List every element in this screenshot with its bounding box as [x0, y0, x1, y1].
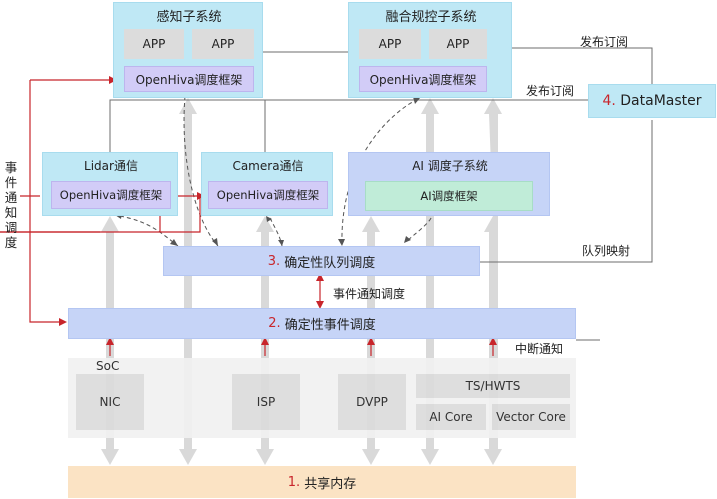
soc-label: SoC: [96, 359, 120, 373]
fusion-title: 融合规控子系统: [385, 9, 477, 25]
fusion-app-1: APP: [359, 29, 421, 59]
event-number: 2.: [268, 316, 281, 331]
event-notify-vertical-label: 事 件 通 知 调 度: [4, 160, 18, 250]
interrupt-notify-label: 中断通知: [515, 342, 564, 356]
perception-subsystem: 感知子系统 APP APP OpenHiva调度框架: [113, 2, 263, 98]
vchar-6: 度: [4, 235, 18, 250]
perception-app-2: APP: [192, 29, 254, 59]
fusion-subsystem: 融合规控子系统 APP APP OpenHiva调度框架: [348, 2, 512, 98]
vchar-1: 事: [4, 160, 18, 175]
ai-subsystem: AI 调度子系统 AI调度框架: [348, 152, 550, 216]
lidar-title: Lidar通信: [84, 158, 138, 173]
nic-box: NIC: [76, 374, 144, 430]
vchar-3: 通: [4, 190, 18, 205]
pubsub-mid-label: 发布订阅: [526, 84, 575, 98]
shared-memory-bar: 1. 共享内存: [68, 466, 576, 498]
queue-scheduling-bar: 3. 确定性队列调度: [163, 246, 480, 276]
pubsub-top-label: 发布订阅: [580, 35, 629, 49]
queue-number: 3.: [267, 253, 281, 269]
memory-number: 1.: [287, 474, 301, 490]
ts-hwts-box: TS/HWTS: [416, 374, 570, 398]
datamaster-box: 4. DataMaster: [588, 84, 716, 118]
event-notify-sched-label: 事件通知调度: [333, 287, 406, 301]
event-scheduling-bar: 2. 确定性事件调度: [68, 308, 576, 339]
queue-label: 确定性队列调度: [284, 255, 376, 271]
camera-subsystem: Camera通信 OpenHiva调度框架: [201, 152, 333, 216]
lidar-subsystem: Lidar通信 OpenHiva调度框架: [42, 152, 178, 216]
camera-framework: OpenHiva调度框架: [208, 181, 328, 209]
datamaster-label: DataMaster: [620, 93, 702, 109]
dvpp-box: DVPP: [338, 374, 406, 430]
vchar-4: 知: [4, 205, 18, 220]
fusion-app-2: APP: [429, 29, 487, 59]
lidar-framework: OpenHiva调度框架: [51, 181, 171, 209]
event-label: 确定性事件调度: [284, 318, 376, 333]
vector-core-box: Vector Core: [492, 404, 570, 430]
ai-framework: AI调度框架: [365, 181, 533, 211]
memory-label: 共享内存: [304, 476, 357, 492]
camera-title: Camera通信: [232, 158, 304, 173]
queue-mapping-label: 队列映射: [582, 244, 631, 258]
isp-box: ISP: [232, 374, 300, 430]
perception-framework: OpenHiva调度框架: [124, 66, 254, 92]
datamaster-number: 4.: [602, 93, 616, 109]
vchar-5: 调: [4, 220, 18, 235]
perception-app-1: APP: [124, 29, 184, 59]
ai-core-box: AI Core: [416, 404, 486, 430]
fusion-framework: OpenHiva调度框架: [359, 66, 487, 92]
ai-title: AI 调度子系统: [412, 158, 488, 173]
vchar-2: 件: [4, 175, 18, 190]
perception-title: 感知子系统: [156, 9, 222, 25]
soc-block: SoC NIC ISP DVPP TS/HWTS AI Core Vector …: [68, 358, 576, 438]
